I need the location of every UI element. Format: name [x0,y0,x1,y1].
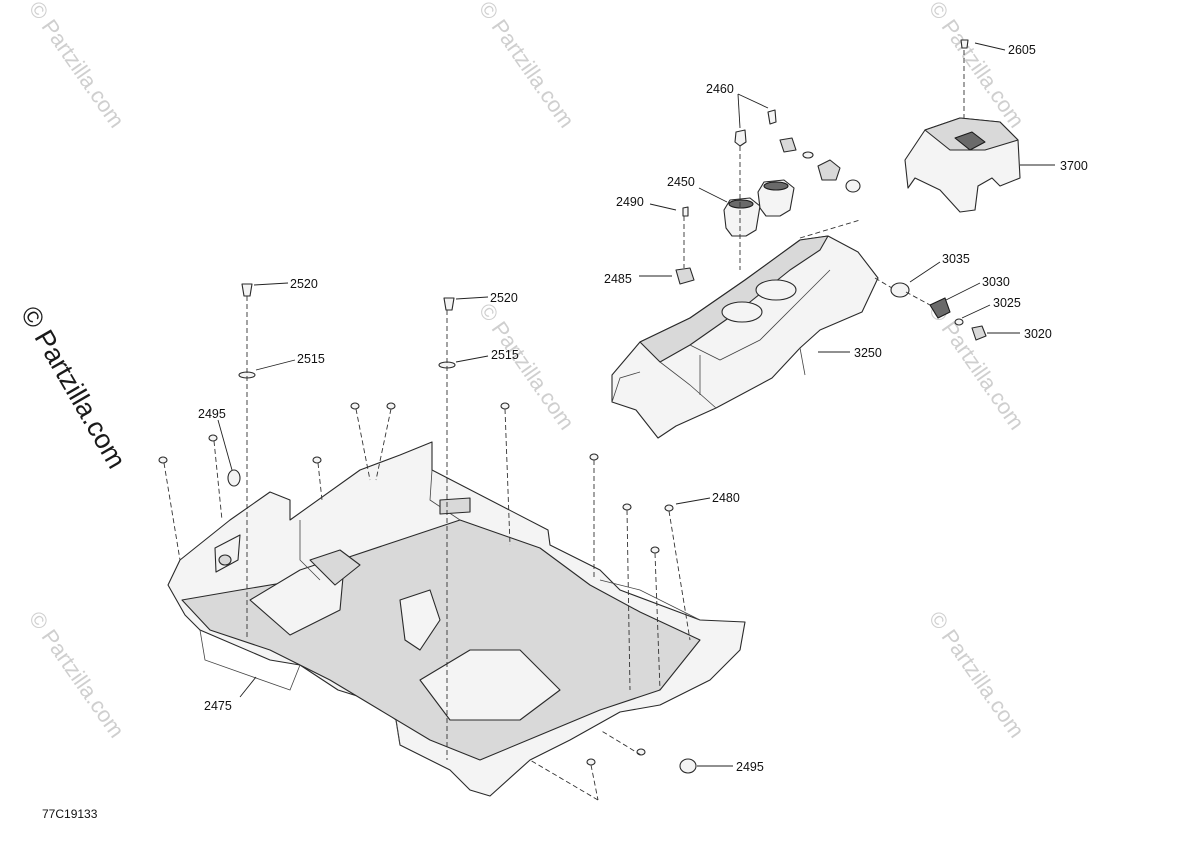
watermark-tile: © Partzilla.com [924,299,1030,435]
watermark-tile: © Partzilla.com [24,607,130,743]
assembly-lines [163,50,965,801]
callout-2485[interactable]: 2485 [604,272,632,286]
floor-liner-2475 [167,441,746,797]
callout-2480[interactable]: 2480 [712,491,740,505]
callout-3250[interactable]: 3250 [854,346,882,360]
callout-2460[interactable]: 2460 [706,82,734,96]
callout-2520[interactable]: 2520 [490,291,518,305]
console-hardware [675,39,987,341]
callout-3025[interactable]: 3025 [993,296,1021,310]
callout-2495[interactable]: 2495 [736,760,764,774]
watermark-tile: © Partzilla.com [474,299,580,435]
callout-2515[interactable]: 2515 [491,348,519,362]
callout-2450[interactable]: 2450 [667,175,695,189]
callout-2605[interactable]: 2605 [1008,43,1036,57]
watermark-tile: © Partzilla.com [924,0,1030,132]
diagram-code: 77C19133 [42,807,98,821]
watermark-tile: © Partzilla.com [924,607,1030,743]
leader-lines [217,42,1055,767]
cover-3700 [904,117,1021,213]
floor-hardware [158,283,697,774]
watermark-tile: © Partzilla.com [474,0,580,132]
center-console-3250 [611,235,879,439]
callout-3700[interactable]: 3700 [1060,159,1088,173]
callout-labels: 2605 2460 3700 2450 2490 2485 3035 3030 … [198,43,1088,774]
callout-2520[interactable]: 2520 [290,277,318,291]
callout-2495[interactable]: 2495 [198,407,226,421]
callout-3030[interactable]: 3030 [982,275,1010,289]
callout-2475[interactable]: 2475 [204,699,232,713]
cup-holder-inserts-2450 [723,179,795,237]
watermark-brand: © Partzilla.com [15,301,132,474]
callout-2515[interactable]: 2515 [297,352,325,366]
callout-3035[interactable]: 3035 [942,252,970,266]
callout-2490[interactable]: 2490 [616,195,644,209]
callout-3020[interactable]: 3020 [1024,327,1052,341]
watermark-tile: © Partzilla.com [24,0,130,132]
